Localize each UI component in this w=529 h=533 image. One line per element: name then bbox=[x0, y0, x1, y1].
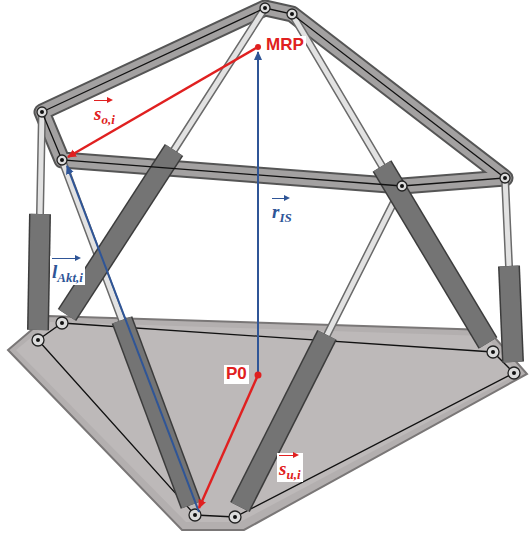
vector-arrow bbox=[94, 100, 111, 101]
vector-arrow bbox=[279, 455, 297, 456]
joint-centres bbox=[36, 6, 516, 519]
vector-symbol: r bbox=[272, 196, 279, 223]
position-vector bbox=[257, 52, 259, 375]
base-plate-top bbox=[16, 322, 518, 522]
vector-subscript: u,i bbox=[286, 467, 300, 482]
vector-symbol: s bbox=[94, 98, 101, 125]
reference-point bbox=[255, 44, 261, 50]
upper-joint-vector bbox=[68, 48, 256, 157]
base-outline bbox=[38, 323, 514, 517]
vector-subscript: Akt,i bbox=[57, 270, 83, 285]
vector-label: so,i bbox=[92, 98, 117, 127]
actuator-cylinders bbox=[38, 150, 513, 507]
vector-label: rIS bbox=[270, 196, 294, 225]
vector-label: lAkt,i bbox=[50, 256, 85, 285]
top-outline bbox=[42, 8, 505, 186]
top-frame-edge bbox=[42, 8, 505, 186]
point-label: P0 bbox=[224, 365, 249, 384]
top-frame bbox=[42, 8, 505, 186]
base-plate bbox=[8, 316, 527, 530]
actuator-rods bbox=[40, 8, 509, 335]
vector-symbol: s bbox=[279, 453, 286, 480]
vector-label: su,i bbox=[277, 453, 303, 482]
vector-subscript: IS bbox=[279, 210, 291, 225]
origin-point bbox=[255, 372, 262, 379]
actuator-vector bbox=[67, 166, 199, 512]
vector-subscript: o,i bbox=[101, 112, 114, 127]
vector-arrow bbox=[52, 258, 79, 259]
vector-arrow bbox=[272, 198, 288, 199]
lower-joint-vector bbox=[199, 375, 258, 508]
vector-symbol: l bbox=[52, 256, 57, 283]
joints bbox=[32, 3, 520, 523]
point-label: MRP bbox=[264, 36, 306, 55]
